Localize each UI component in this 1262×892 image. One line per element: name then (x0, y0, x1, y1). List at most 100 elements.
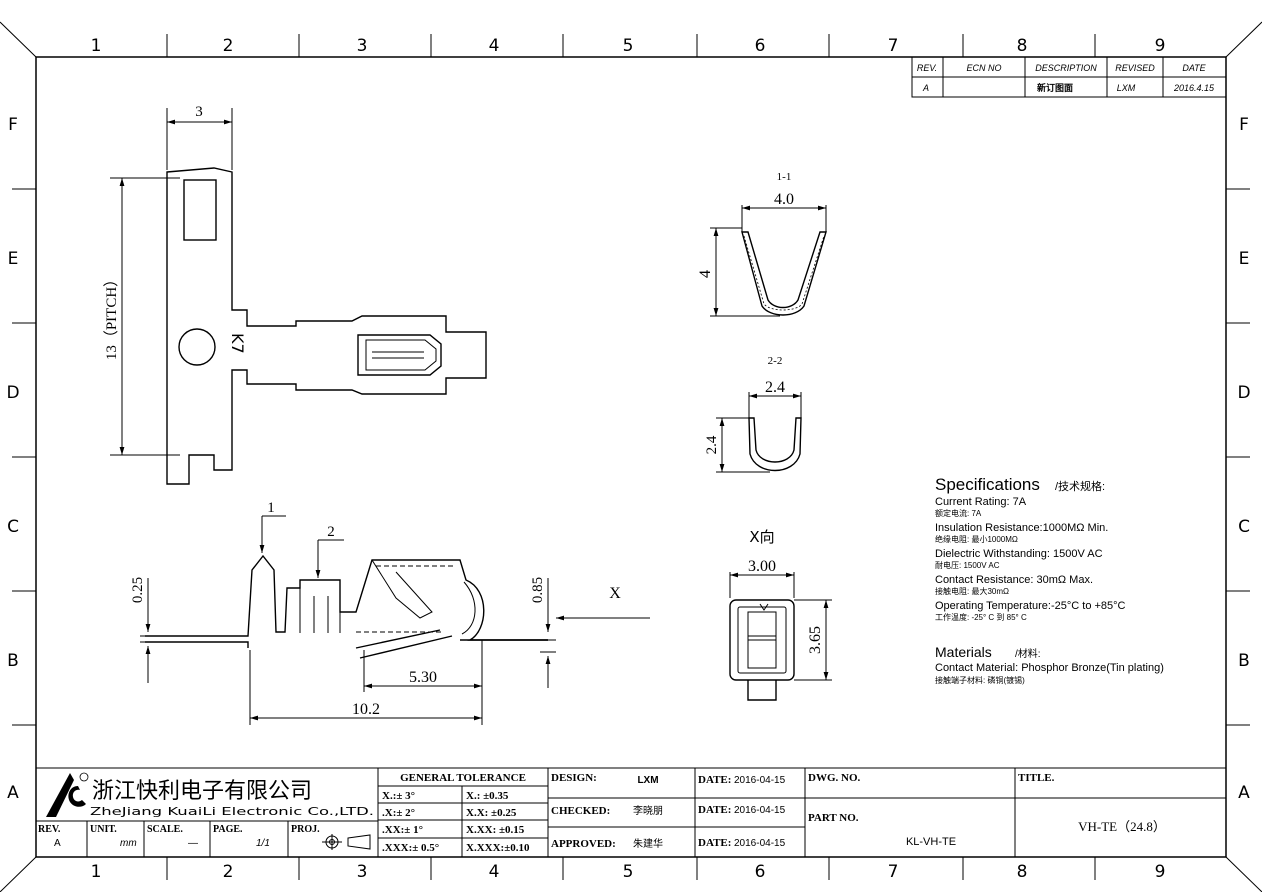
design-date: 2016-04-15 (734, 775, 786, 786)
tolerance-linear-1: X.X: ±0.25 (466, 807, 517, 819)
material-cn: 接触端子材料: 磷铜(镀锡) (935, 675, 1025, 685)
sheet-frame (0, 21, 1262, 892)
revision-table: REV. ECN NO DESCRIPTION REVISED DATE A 新… (911, 56, 1227, 98)
row-label-right: E (1239, 249, 1250, 269)
view-arrow-label: X (609, 585, 621, 602)
date-header: DATE (1182, 63, 1206, 73)
spec-contact-res-cn: 接触电阻: 最大30mΩ (935, 586, 1009, 596)
dwg-no-label: DWG. NO. (808, 772, 861, 784)
col-label-bottom: 7 (888, 862, 899, 882)
rev-header: REV. (917, 63, 937, 73)
part-no-value: KL-VH-TE (906, 836, 956, 848)
title-block: 浙江快利电子有限公司 ZheJiang KuaiLi Electronic Co… (36, 767, 1226, 857)
tolerance-angle-1: .X:± 2° (382, 807, 415, 819)
description-value: 新订图面 (1037, 82, 1073, 93)
stamp-mark: K7 (228, 333, 247, 354)
materials-title-cn: /材料: (1015, 647, 1041, 660)
checked-date: 2016-04-15 (734, 805, 786, 816)
specifications: Specifications /技术规格: Current Rating: 7A… (935, 475, 1164, 685)
unit-value: mm (120, 838, 137, 849)
side-view (145, 554, 548, 659)
tolerance-title: GENERAL TOLERANCE (400, 772, 526, 784)
dim-contact-length: 5.30 (409, 669, 437, 686)
date-value: 2016.4.15 (1173, 83, 1215, 93)
ecn-header: ECN NO (966, 63, 1001, 73)
tolerance-linear-0: X.: ±0.35 (466, 790, 509, 802)
dim-thickness: 0.25 (130, 577, 146, 603)
rev-value: A (54, 838, 61, 849)
company-name-cn: 浙江快利电子有限公司 (92, 779, 312, 804)
design-label: DESIGN: (551, 772, 597, 784)
materials-title: Materials (935, 644, 992, 660)
title-label: TITLE. (1018, 772, 1055, 784)
col-label-top: 8 (1017, 36, 1028, 56)
spec-contact-res-en: Contact Resistance: 30mΩ Max. (935, 574, 1093, 586)
spec-dielectric-en: Dielectric Withstanding: 1500V AC (935, 548, 1103, 560)
col-label-top: 5 (623, 36, 634, 56)
date-label: DATE: (698, 837, 731, 849)
tolerance-angle-2: .XX:± 1° (382, 824, 423, 836)
dim-pitch: 13（PITCH） (103, 272, 120, 360)
section-1-1 (710, 205, 827, 317)
callout-1: 1 (267, 500, 275, 516)
checked-value: 李晓朋 (633, 804, 663, 817)
col-label-bottom: 9 (1155, 862, 1166, 882)
spec-temperature-en: Operating Temperature:-25°C to +85°C (935, 600, 1126, 612)
approved-date: 2016-04-15 (734, 838, 786, 849)
page-value: 1/1 (256, 838, 270, 849)
row-label-left: F (8, 115, 18, 135)
row-label-right: C (1238, 517, 1250, 537)
section-1-1-width: 4.0 (774, 191, 794, 208)
col-label-bottom: 8 (1017, 862, 1028, 882)
spec-insulation-en: Insulation Resistance:1000MΩ Min. (935, 522, 1108, 534)
row-label-right: B (1238, 651, 1250, 671)
col-label-bottom: 4 (489, 862, 500, 882)
col-label-bottom: 5 (623, 862, 634, 882)
row-label-left: D (6, 383, 19, 403)
section-1-1-height: 4 (697, 270, 714, 278)
col-label-top: 6 (755, 36, 766, 56)
date-label: DATE: (698, 774, 731, 786)
section-2-2-title: 2-2 (768, 355, 783, 367)
revised-header: REVISED (1115, 63, 1155, 73)
col-label-top: 7 (888, 36, 899, 56)
section-2-2-width: 2.4 (765, 379, 785, 396)
x-view (729, 572, 832, 701)
section-2-2-height: 2.4 (704, 435, 720, 454)
dim-total-length: 10.2 (352, 701, 380, 718)
spec-dielectric-cn: 耐电压: 1500V AC (935, 560, 1000, 570)
material-en: Contact Material: Phosphor Bronze(Tin pl… (935, 662, 1164, 674)
col-label-top: 2 (223, 36, 234, 56)
row-label-right: D (1237, 383, 1250, 403)
approved-value: 朱建华 (633, 837, 663, 850)
spec-current-cn: 额定电流: 7A (935, 508, 982, 518)
row-label-left: B (7, 651, 19, 671)
tolerance-linear-3: X.XXX:±0.10 (466, 842, 530, 854)
col-label-bottom: 3 (357, 862, 368, 882)
rev-value: A (922, 83, 929, 93)
spec-temperature-cn: 工作温度: -25° C 到 85° C (935, 612, 1027, 622)
approved-label: APPROVED: (551, 838, 616, 850)
revised-value: LXM (1117, 83, 1136, 93)
scale-value: — (188, 838, 198, 849)
top-view-dimensions (110, 108, 233, 456)
checked-label: CHECKED: (551, 805, 610, 817)
tolerance-linear-2: X.XX: ±0.15 (466, 824, 525, 836)
top-view (166, 167, 487, 485)
drawing-title: VH-TE（24.8） (1078, 819, 1166, 834)
projection-symbol (322, 834, 371, 850)
dim-top-width: 3 (195, 104, 203, 120)
date-label: DATE: (698, 804, 731, 816)
tolerance-angle-0: X.:± 3° (382, 790, 415, 802)
col-label-top: 4 (489, 36, 500, 56)
grid-labels: 1 2 3 4 5 6 7 8 9 1 2 3 4 5 6 7 8 9 F E … (6, 36, 1250, 882)
spec-current-en: Current Rating: 7A (935, 496, 1027, 508)
page-label: PAGE. (213, 824, 243, 835)
row-label-left: E (8, 249, 19, 269)
x-view-title: X向 (749, 528, 774, 546)
col-label-bottom: 6 (755, 862, 766, 882)
section-2-2 (716, 392, 802, 473)
row-label-left: A (7, 783, 19, 803)
company-logo (46, 772, 89, 817)
